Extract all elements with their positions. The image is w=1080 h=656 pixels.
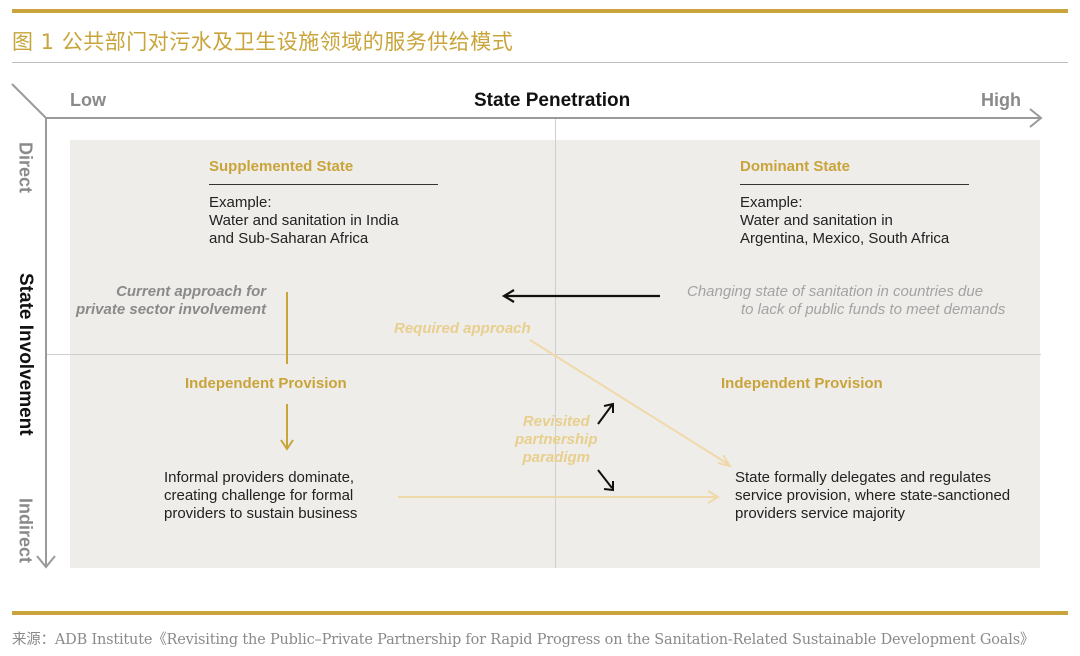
- independent-provision-right-heading: Independent Provision: [721, 375, 883, 392]
- required-approach-label: Required approach: [394, 320, 531, 337]
- dominant-state-underline: [740, 184, 969, 185]
- state-delegates-text: State formally delegates and regulates s…: [735, 469, 1011, 522]
- title-divider: [12, 62, 1068, 63]
- black-arrow-down-right: [597, 469, 614, 492]
- black-arrow-left: [501, 289, 660, 303]
- gold-arrow-diagonal: [529, 339, 733, 468]
- y-axis-title: State Involvement: [15, 273, 36, 436]
- dominant-state-example: Example: Water and sanitation in Argenti…: [740, 194, 950, 247]
- black-arrow-up-right: [597, 402, 614, 425]
- supplemented-state-underline: [209, 184, 438, 185]
- revisited-partnership-label: Revisited partnership paradigm: [515, 413, 598, 466]
- source-citation: 来源：ADB Institute《Revisiting the Public–P…: [12, 632, 1035, 648]
- gold-arrow-down: [280, 292, 294, 451]
- gold-arrow-right: [398, 490, 720, 504]
- horizontal-divider: [46, 354, 1041, 355]
- supplemented-state-example: Example: Water and sanitation in India a…: [209, 194, 399, 247]
- y-axis-top-label: Direct: [15, 141, 36, 194]
- independent-provision-left-heading: Independent Provision: [185, 375, 347, 392]
- supplemented-state-heading: Supplemented State: [209, 158, 354, 175]
- y-axis-bottom-label: Indirect: [15, 497, 36, 563]
- informal-providers-text: Informal providers dominate, creating ch…: [164, 469, 358, 522]
- changing-state-annotation-line1: Changing state of sanitation in countrie…: [687, 283, 984, 300]
- vertical-divider: [555, 118, 556, 568]
- x-axis-low-label: Low: [70, 90, 106, 110]
- bottom-gold-rule: [12, 611, 1068, 615]
- axis-lines: [11, 83, 1043, 569]
- dominant-state-heading: Dominant State: [740, 158, 851, 175]
- figure-title: 图 1 公共部门对污水及卫生设施领域的服务供给模式: [12, 30, 514, 54]
- changing-state-annotation-line2: to lack of public funds to meet demands: [741, 301, 1006, 318]
- current-approach-annotation: Current approach for private sector invo…: [76, 283, 267, 318]
- top-gold-rule: [12, 9, 1068, 13]
- x-axis-title: State Penetration: [474, 90, 631, 111]
- x-axis-high-label: High: [981, 90, 1021, 110]
